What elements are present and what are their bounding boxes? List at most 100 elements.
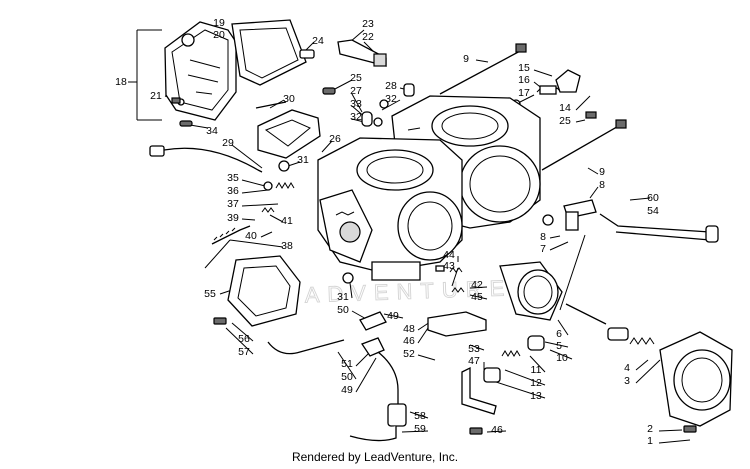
callout-c46b: 46 (491, 424, 503, 436)
callout-c30: 30 (283, 93, 295, 105)
diaphragm-parts-3-4 (607, 327, 655, 345)
callout-c55: 55 (204, 288, 216, 300)
callout-c2: 2 (647, 423, 653, 435)
callout-c18: 18 (115, 76, 127, 88)
shaft-9-upper (439, 43, 527, 95)
screw-34 (179, 120, 193, 127)
fitting-24 (299, 49, 315, 59)
adjuster-assembly (211, 181, 295, 245)
callout-c40: 40 (245, 230, 257, 242)
callout-c11: 11 (531, 364, 542, 376)
carburetor-body-front (317, 137, 463, 281)
callout-c56: 56 (238, 333, 250, 345)
hose-54-60 (599, 213, 719, 243)
callout-c25b: 25 (559, 115, 571, 127)
callout-c20: 20 (213, 29, 225, 41)
callout-c17: 17 (518, 87, 530, 99)
bracket-15 (555, 69, 581, 93)
callout-c52: 52 (403, 348, 415, 360)
callout-c31b: 31 (337, 291, 349, 303)
callout-c29: 29 (222, 137, 234, 149)
callout-c60: 60 (647, 192, 659, 204)
callout-c14: 14 (559, 102, 571, 114)
callout-c31a: 31 (297, 154, 309, 166)
callout-c6: 6 (556, 328, 562, 340)
screw-21 (171, 97, 181, 104)
filter-58-59 (349, 403, 407, 442)
spring-16 (536, 85, 562, 95)
callout-c27: 27 (350, 85, 362, 97)
callout-c1: 1 (647, 435, 653, 447)
nut-31-lower (342, 272, 354, 284)
screw-1 (683, 425, 697, 433)
callout-c50b: 50 (341, 371, 353, 383)
callout-c50a: 50 (337, 304, 349, 316)
callout-c59: 59 (414, 423, 426, 435)
callout-c32b: 32 (385, 93, 397, 105)
screw-46-lower (469, 427, 483, 435)
springs-42-45 (451, 287, 465, 293)
callout-c8b: 8 (540, 231, 546, 243)
callout-c57: 57 (238, 346, 250, 358)
fitting-7-8 (542, 199, 597, 231)
callout-c42: 42 (471, 279, 483, 291)
callout-c36: 36 (227, 185, 239, 197)
bracket-47 (461, 366, 497, 415)
callout-c32a: 32 (350, 111, 362, 123)
callout-c9a: 9 (463, 53, 469, 65)
callout-c10: 10 (556, 352, 568, 364)
callout-c49b: 49 (341, 384, 353, 396)
callout-c12: 12 (530, 377, 542, 389)
shaft-9-lower (541, 119, 627, 171)
callout-c43: 43 (443, 260, 455, 272)
valve-10-13 (483, 335, 545, 383)
callout-c3: 3 (624, 375, 630, 387)
callout-c41: 41 (281, 215, 293, 227)
callout-c51: 51 (341, 358, 353, 370)
callout-c49a: 49 (387, 310, 399, 322)
callout-c23: 23 (362, 18, 374, 30)
callout-numbers: 1920182134242322302527333228329151617142… (115, 17, 659, 447)
callout-c37: 37 (227, 198, 239, 210)
callout-c44: 44 (443, 249, 455, 261)
callout-c53: 53 (468, 343, 480, 355)
callout-c47: 47 (468, 355, 480, 367)
intake-funnel-6 (499, 261, 563, 321)
air-box-housing (164, 21, 237, 121)
callout-c4: 4 (624, 362, 630, 374)
callout-c33: 33 (350, 98, 362, 110)
hose-49-50-51 (267, 311, 399, 404)
callout-c19: 19 (213, 17, 225, 29)
fitting-22-23 (337, 39, 387, 67)
screw-56-57 (213, 317, 227, 325)
callout-c21: 21 (150, 90, 162, 102)
callout-c13: 13 (530, 390, 542, 402)
cover-55 (227, 255, 301, 327)
callout-c16: 16 (518, 74, 530, 86)
nut-31-upper (278, 160, 290, 172)
air-box-gasket (231, 19, 307, 86)
callout-c9b: 9 (599, 166, 605, 178)
callout-c25a: 25 (350, 72, 362, 84)
callout-c46a: 46 (403, 335, 415, 347)
callout-c48: 48 (403, 323, 415, 335)
diaphragm-cover-2 (659, 331, 733, 427)
callout-c8a: 8 (599, 179, 605, 191)
callout-c39: 39 (227, 212, 239, 224)
callout-c38: 38 (281, 240, 293, 252)
callout-c22: 22 (362, 31, 374, 43)
callout-c15: 15 (518, 62, 530, 74)
callout-c58: 58 (414, 410, 426, 422)
callout-c34: 34 (206, 125, 218, 137)
callout-c35: 35 (227, 172, 239, 184)
screw-14-25 (585, 111, 597, 119)
small-parts-upper (322, 83, 415, 127)
credit-text: Rendered by LeadVenture, Inc. (291, 450, 459, 464)
throttle-cable-29 (149, 145, 263, 173)
cover-30 (255, 101, 321, 159)
callout-c5: 5 (556, 340, 562, 352)
callout-c26: 26 (329, 133, 341, 145)
callout-c54: 54 (647, 205, 659, 217)
needle-5 (565, 303, 607, 325)
